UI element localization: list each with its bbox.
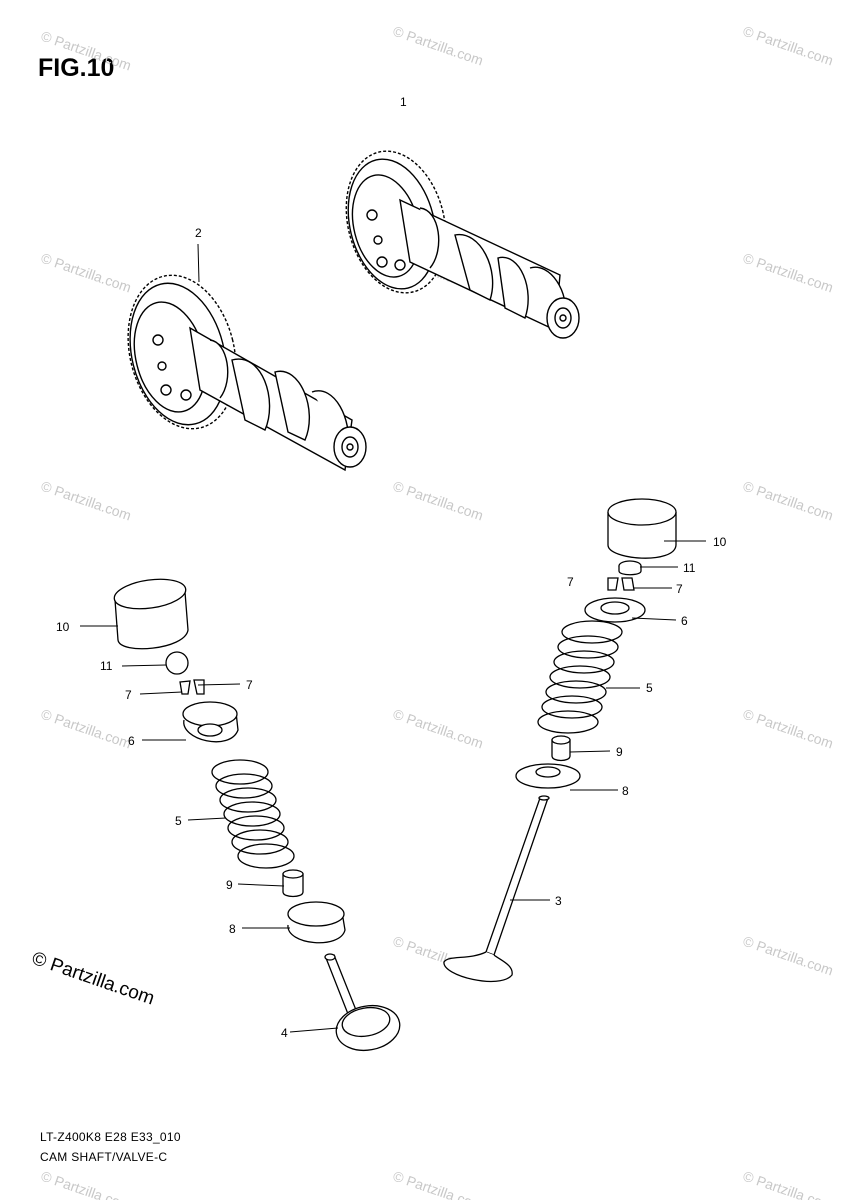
callout-6-right: 6	[681, 614, 688, 628]
leader-lines	[80, 243, 706, 1033]
camshaft-2	[127, 274, 367, 472]
figure-code: LT-Z400K8 E28 E33_010	[40, 1130, 181, 1144]
left-valve-assembly	[113, 578, 401, 1052]
callout-3: 3	[555, 894, 562, 908]
callout-7-right-b: 7	[676, 582, 683, 596]
figure-name: CAM SHAFT/VALVE-C	[40, 1150, 168, 1164]
callout-5-left: 5	[175, 814, 182, 828]
callout-7-right-a: 7	[567, 575, 574, 589]
callout-1: 1	[400, 95, 407, 109]
callout-5-right: 5	[646, 681, 653, 695]
callout-labels: 1 2 10 11 7 7 6 5 9 8 3 10 11 7 7 6 5 9 …	[56, 95, 727, 1040]
callout-8-right: 8	[622, 784, 629, 798]
right-valve-assembly	[443, 498, 677, 983]
callout-4: 4	[281, 1026, 288, 1040]
callout-2: 2	[195, 226, 202, 240]
camshaft-1	[345, 150, 580, 339]
callout-10-right: 10	[713, 535, 727, 549]
callout-9-right: 9	[616, 745, 623, 759]
callout-9-left: 9	[226, 878, 233, 892]
callout-11-left: 11	[100, 659, 113, 673]
callout-10-left: 10	[56, 620, 70, 634]
callout-8-left: 8	[229, 922, 236, 936]
callout-11-right: 11	[683, 561, 696, 575]
callout-6-left: 6	[128, 734, 135, 748]
callout-7-left-b: 7	[246, 678, 253, 692]
callout-7-left-a: 7	[125, 688, 132, 702]
